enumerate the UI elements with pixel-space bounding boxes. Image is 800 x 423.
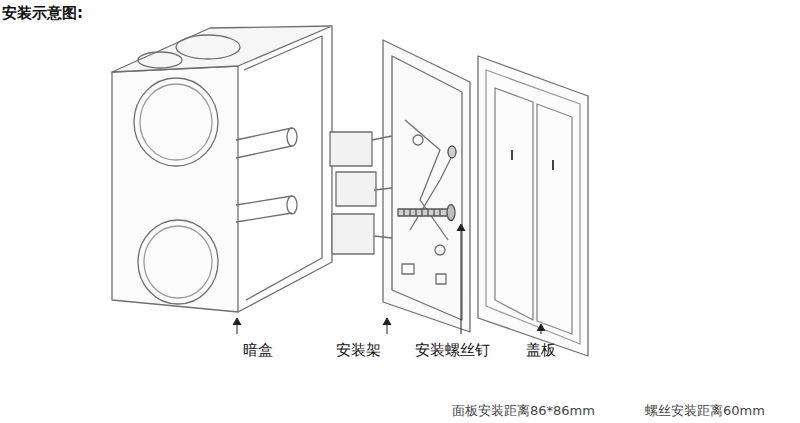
label-text: 安装螺丝钉	[415, 341, 490, 360]
part-name: 暗盒	[243, 341, 273, 360]
dimension-note: 面板安装距离86*86mm	[452, 402, 595, 420]
label-text: 螺丝安装距离60mm	[645, 402, 765, 420]
back-box	[112, 26, 332, 312]
part-name: 安装架	[336, 341, 381, 360]
screw	[398, 146, 456, 221]
cover-plate	[478, 56, 588, 356]
part-name: 盖板	[526, 341, 556, 360]
part-name: 安装螺丝钉	[415, 341, 490, 360]
label-text: 暗盒	[243, 341, 273, 360]
mounting-frame	[330, 40, 470, 332]
dimension-note: 螺丝安装距离60mm	[645, 402, 765, 420]
title-text: 安装示意图:	[2, 4, 83, 23]
title: 安装示意图:	[2, 4, 83, 23]
leader-arrows	[233, 224, 545, 334]
label-text: 盖板	[526, 341, 556, 360]
label-text: 面板安装距离86*86mm	[452, 402, 595, 420]
label-text: 安装架	[336, 341, 381, 360]
